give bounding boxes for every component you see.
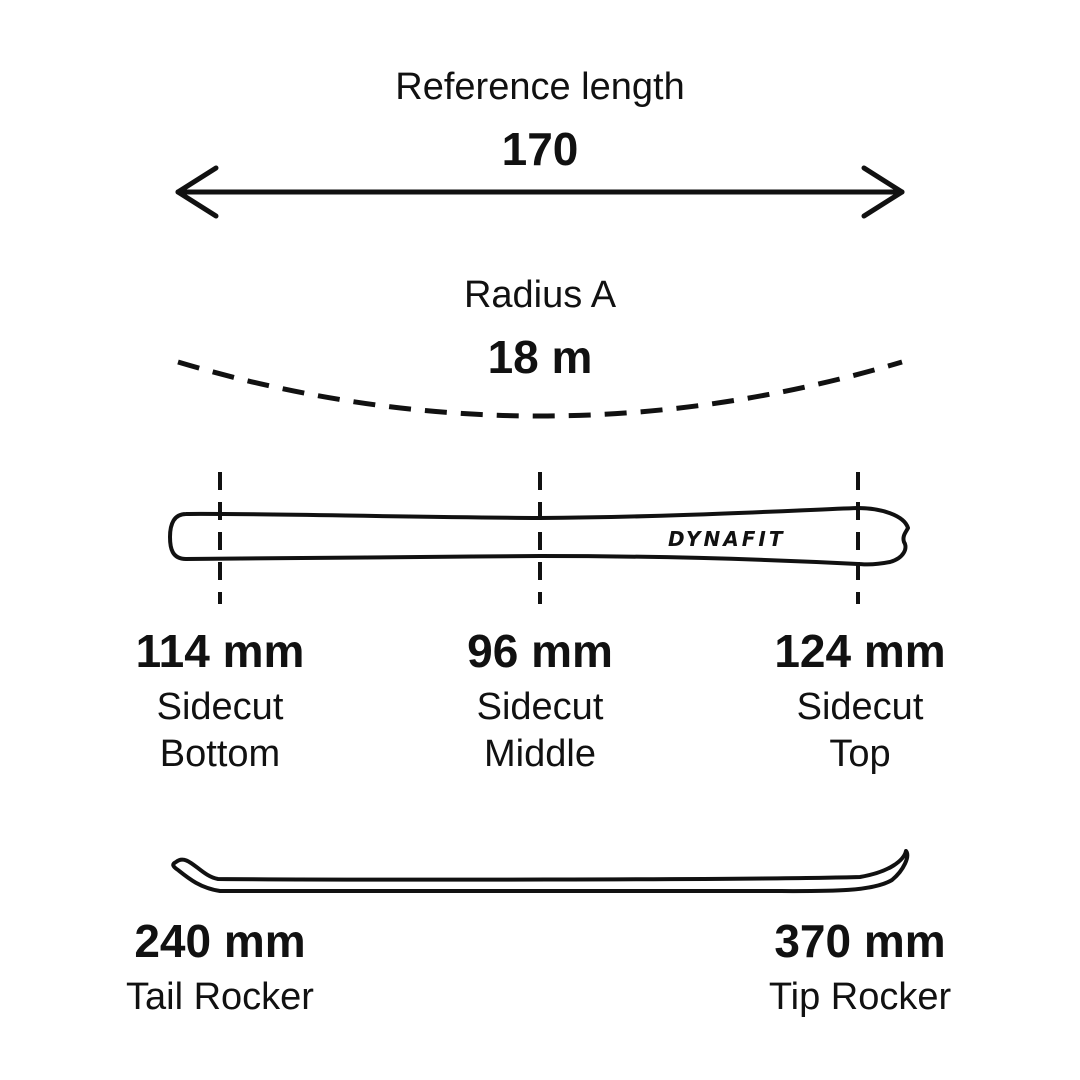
tip-rocker-label: Tip Rocker <box>768 976 952 1018</box>
tail-rocker-value: 240 mm <box>134 915 306 967</box>
reference-length-arrow <box>175 165 905 219</box>
ski-top-view <box>168 506 910 567</box>
radius-value: 18 m <box>487 331 593 383</box>
sidecut-top-value: 124 mm <box>774 625 946 677</box>
sidecut-middle-label-1: Sidecut <box>476 686 604 728</box>
sidecut-bottom-label-2: Bottom <box>159 733 281 775</box>
sidecut-middle-value: 96 mm <box>467 625 613 677</box>
reference-length-label: Reference length <box>395 66 685 108</box>
reference-length-value: 170 <box>501 123 579 175</box>
sidecut-middle-label-2: Middle <box>484 733 596 775</box>
tip-rocker-value: 370 mm <box>774 915 946 967</box>
sidecut-bottom-label-1: Sidecut <box>156 686 284 728</box>
radius-label: Radius A <box>463 274 617 316</box>
dynafit-logo: DYNAFIT <box>668 527 786 551</box>
radius-arc <box>177 359 903 419</box>
tail-rocker-label: Tail Rocker <box>126 976 314 1018</box>
sidecut-top-label-2: Top <box>829 733 891 775</box>
sidecut-top-label-1: Sidecut <box>796 686 924 728</box>
ski-side-profile <box>171 849 910 894</box>
sidecut-bottom-value: 114 mm <box>135 625 305 677</box>
